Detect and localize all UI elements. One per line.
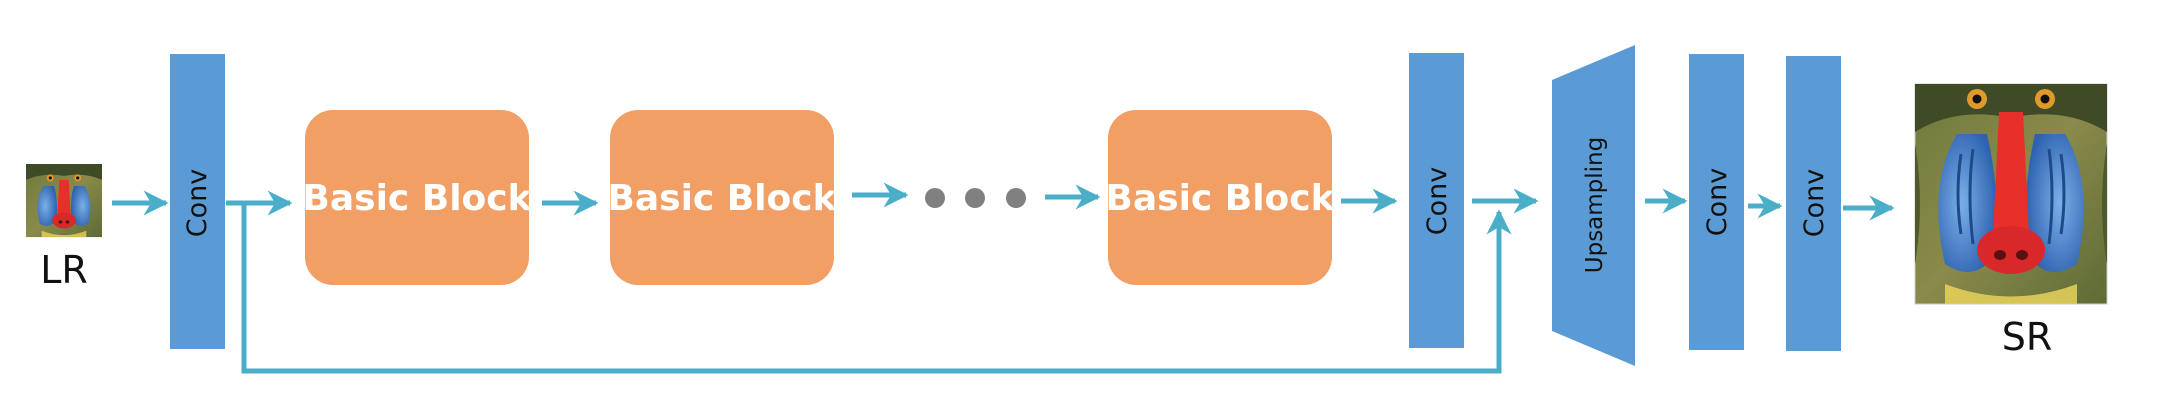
ellipsis-icon	[925, 188, 1026, 208]
basic-block-2-label: Basic Block	[607, 178, 837, 219]
conv-layer-4-label: Conv	[1799, 169, 1830, 237]
skip-connection-arrow	[241, 203, 1512, 374]
upsampling-layer	[1552, 45, 1635, 366]
conv-layer-1	[170, 54, 225, 349]
conv-layer-2	[1409, 53, 1464, 348]
conv-layer-1-label: Conv	[182, 169, 213, 237]
mandrill-image-lr	[26, 164, 102, 238]
conv-layer-3	[1689, 54, 1744, 350]
output-label: SR	[2002, 315, 2053, 359]
basic-block-1	[305, 110, 529, 285]
conv-layer-3-label: Conv	[1702, 168, 1733, 236]
input-label: LR	[40, 248, 88, 292]
basic-block-2	[610, 110, 834, 285]
conv-layer-2-label: Conv	[1422, 167, 1453, 235]
basic-block-n-label: Basic Block	[1105, 178, 1335, 219]
basic-block-1-label: Basic Block	[302, 178, 532, 219]
conv-layer-4	[1786, 56, 1841, 351]
basic-block-n	[1108, 110, 1332, 285]
upsampling-label: Upsampling	[1582, 137, 1608, 273]
mandrill-image-sr	[1914, 83, 2108, 305]
